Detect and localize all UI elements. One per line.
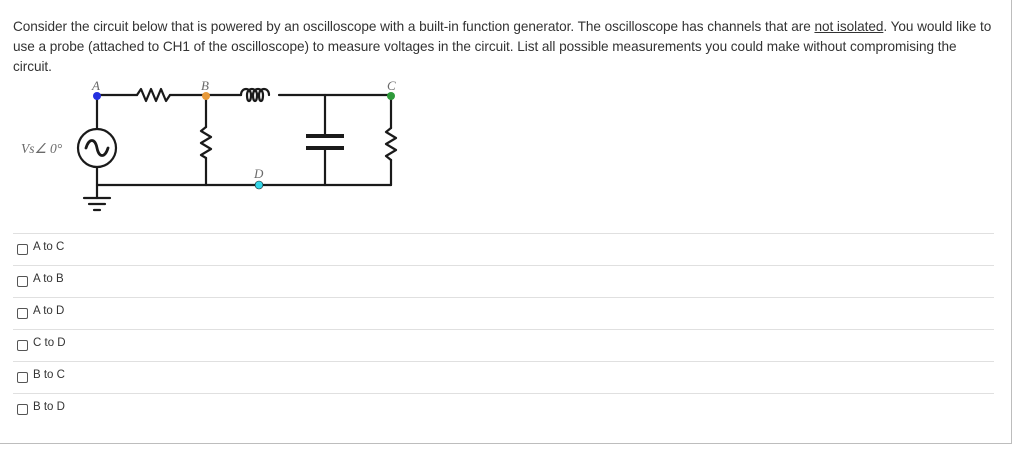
- option-a-to-c[interactable]: A to C: [13, 233, 994, 265]
- checkbox[interactable]: [17, 340, 28, 351]
- option-b-to-c[interactable]: B to C: [13, 361, 994, 393]
- node-b-dot: [202, 92, 210, 100]
- checkbox[interactable]: [17, 404, 28, 415]
- inductor-icon: [239, 87, 271, 103]
- option-label: A to C: [33, 241, 65, 253]
- question-text-part1: Consider the circuit below that is power…: [13, 19, 815, 34]
- checkbox[interactable]: [17, 276, 28, 287]
- answer-options: A to C A to B A to D C to D B to C B to …: [13, 233, 994, 442]
- node-a-dot: [93, 92, 101, 100]
- question-panel: Consider the circuit below that is power…: [0, 0, 1012, 444]
- option-b-to-d[interactable]: B to D: [13, 393, 994, 442]
- question-emphasis: not isolated: [814, 19, 884, 34]
- option-label: C to D: [33, 337, 66, 349]
- ground-icon: [82, 196, 112, 212]
- checkbox[interactable]: [17, 372, 28, 383]
- node-c-dot: [387, 92, 395, 100]
- checkbox[interactable]: [17, 308, 28, 319]
- option-label: B to D: [33, 401, 65, 413]
- capacitor-icon: [306, 134, 344, 150]
- source-label: Vs∠ 0°: [21, 141, 63, 156]
- node-b-label: B: [201, 78, 209, 93]
- circuit-diagram: A B C D Vs∠ 0°: [21, 78, 398, 212]
- node-d-dot: [254, 180, 264, 190]
- node-d-label: D: [253, 166, 264, 181]
- option-label: A to D: [33, 305, 65, 317]
- checkbox[interactable]: [17, 244, 28, 255]
- question-text-part2: . You would like to use a probe (attache…: [13, 19, 992, 74]
- node-c-label: C: [387, 78, 396, 93]
- option-a-to-d[interactable]: A to D: [13, 297, 994, 329]
- option-a-to-b[interactable]: A to B: [13, 265, 994, 297]
- option-label: B to C: [33, 369, 65, 381]
- shunt-resistor-icon: [199, 125, 213, 160]
- option-c-to-d[interactable]: C to D: [13, 329, 994, 361]
- node-a-label: A: [91, 78, 100, 93]
- question-text: Consider the circuit below that is power…: [13, 17, 998, 77]
- series-resistor-icon: [135, 87, 172, 103]
- load-resistor-icon: [384, 126, 398, 162]
- option-label: A to B: [33, 273, 64, 285]
